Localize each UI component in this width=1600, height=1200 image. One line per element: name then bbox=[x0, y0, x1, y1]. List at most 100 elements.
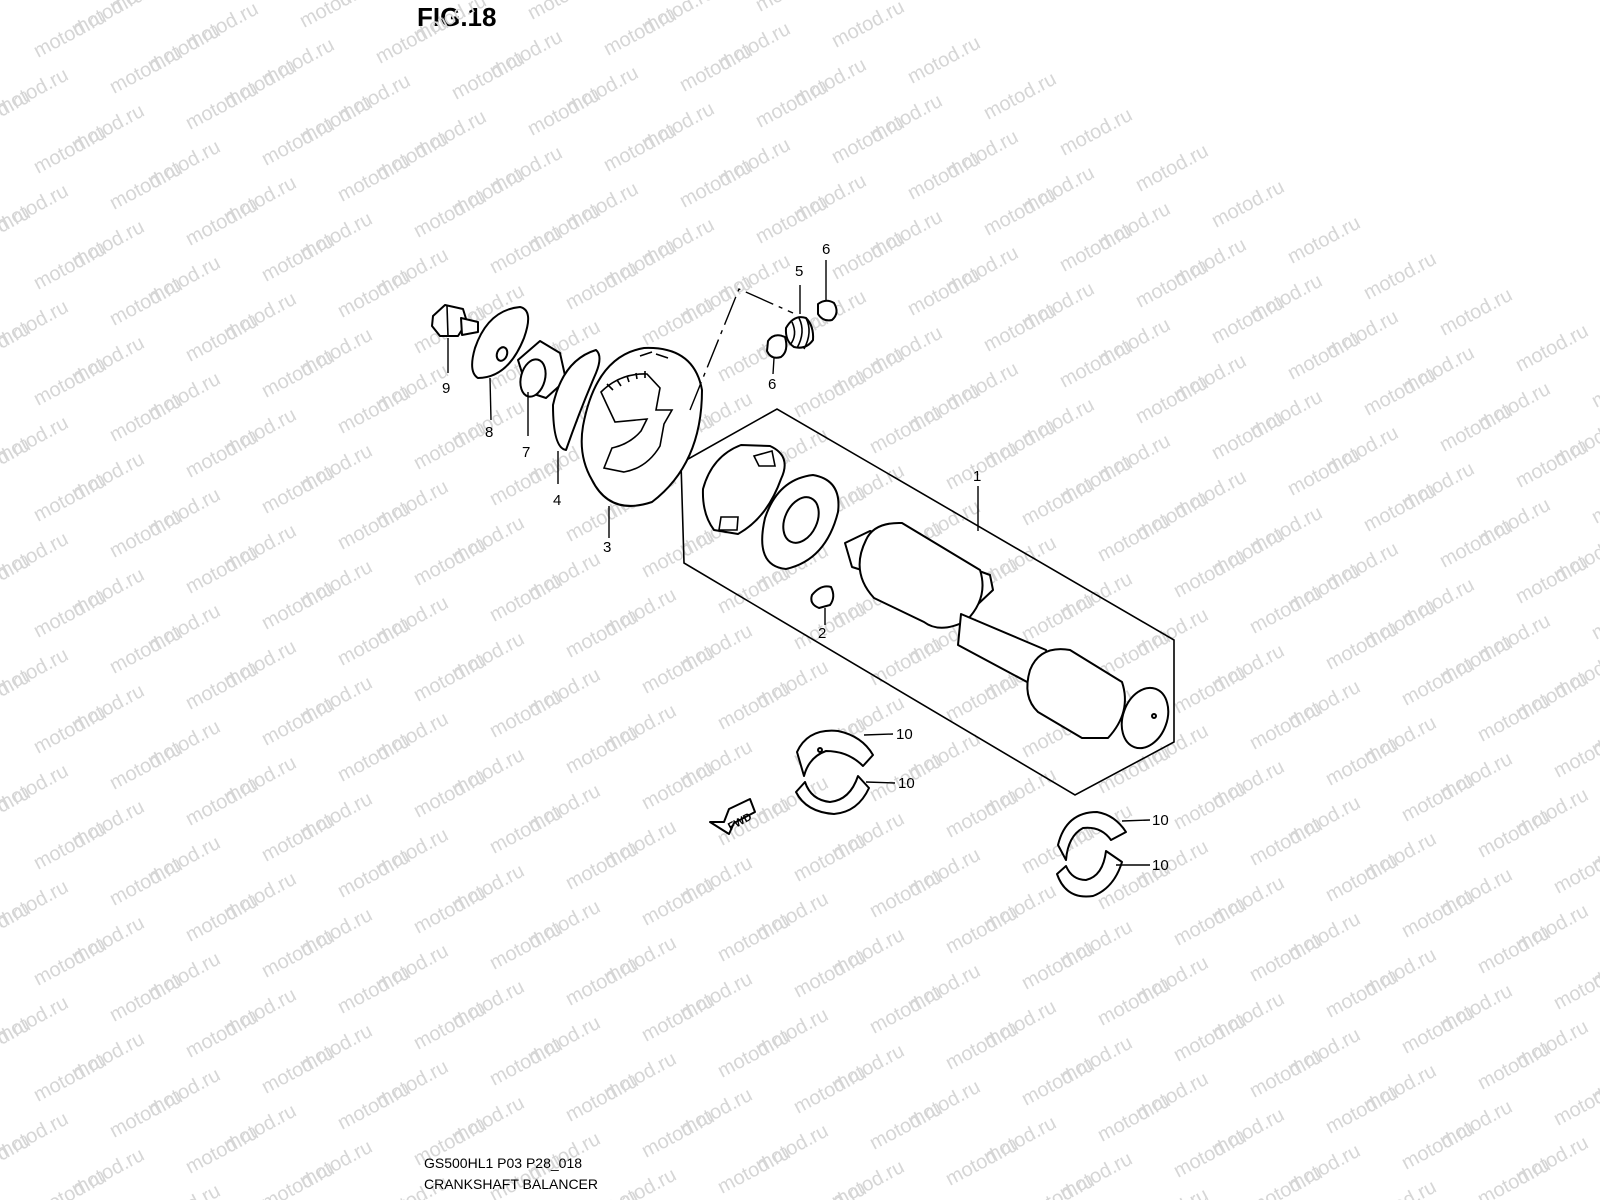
part-10-bearing-upper-left[interactable] bbox=[796, 729, 874, 777]
part-9-bolt[interactable] bbox=[431, 304, 479, 337]
watermark-text: motod.ru bbox=[904, 148, 984, 204]
callout-5: 5 bbox=[795, 263, 803, 280]
part-6-cap[interactable] bbox=[817, 299, 838, 322]
watermark-text: motod.ru bbox=[258, 462, 338, 518]
watermark-text: motod.ru bbox=[258, 114, 338, 170]
callout-1: 1 bbox=[973, 468, 981, 485]
watermark-text: motod.ru bbox=[30, 6, 110, 62]
watermark-text: motod.ru bbox=[334, 150, 414, 206]
watermark-text: motod.ru bbox=[1588, 1168, 1600, 1200]
watermark-text: motod.ru bbox=[866, 634, 946, 690]
watermark-text: motod.ru bbox=[714, 1026, 794, 1082]
watermark-text: motod.ru bbox=[1094, 742, 1174, 798]
dashed-link bbox=[689, 288, 794, 411]
watermark-text: motod.ru bbox=[106, 738, 186, 794]
callout-7: 7 bbox=[522, 444, 530, 461]
watermark-text: motod.ru bbox=[980, 300, 1060, 356]
watermark-text: motod.ru bbox=[486, 686, 566, 742]
part-5-spring[interactable] bbox=[784, 316, 815, 350]
watermark-text: motod.ru bbox=[866, 1098, 946, 1154]
watermark-text: motod.ru bbox=[258, 1158, 338, 1200]
watermark-text: motod.ru bbox=[942, 438, 1022, 494]
watermark-text: motod.ru bbox=[1550, 958, 1600, 1014]
balancer-shaft[interactable] bbox=[844, 521, 1176, 755]
part-2-key[interactable] bbox=[810, 585, 835, 609]
watermark-text: motod.ru bbox=[106, 970, 186, 1026]
watermark-text: motod.ru bbox=[1322, 966, 1402, 1022]
watermark-text: motod.ru bbox=[714, 1142, 794, 1198]
callout-10-a: 10 bbox=[896, 726, 913, 743]
watermark-text: motod.ru bbox=[1360, 248, 1440, 304]
watermark-text: motod.ru bbox=[334, 846, 414, 902]
callout-8: 8 bbox=[485, 424, 493, 441]
watermark-text: motod.ru bbox=[1588, 472, 1600, 528]
watermark-text: motod.ru bbox=[1132, 256, 1212, 312]
watermark-text: motod.ru bbox=[1018, 474, 1098, 530]
watermark-text: motod.ru bbox=[1284, 328, 1364, 384]
watermark-text: motod.ru bbox=[106, 274, 186, 330]
part-10-bearing-lower-right[interactable] bbox=[1056, 850, 1123, 898]
part-6-plunger[interactable] bbox=[766, 334, 788, 359]
watermark-text: motod.ru bbox=[714, 562, 794, 618]
part-4-ring[interactable] bbox=[552, 349, 601, 451]
watermark-text: motod.ru bbox=[30, 586, 110, 642]
watermark-text: motod.ru bbox=[1436, 284, 1516, 340]
watermark-text: motod.ru bbox=[866, 982, 946, 1038]
watermark-text: motod.ru bbox=[144, 1180, 224, 1200]
balancer-washer[interactable] bbox=[761, 474, 840, 570]
watermark-text: motod.ru bbox=[828, 112, 908, 168]
watermark-text: motod.ru bbox=[562, 722, 642, 778]
watermark-text: motod.ru bbox=[182, 78, 262, 134]
watermark-text: motod.ru bbox=[1018, 822, 1098, 878]
balancer-cam-segment[interactable] bbox=[701, 444, 786, 535]
watermark-text: motod.ru bbox=[1246, 1162, 1326, 1200]
watermark-text: motod.ru bbox=[600, 120, 680, 176]
watermark-text: motod.ru bbox=[30, 238, 110, 294]
watermark-text: motod.ru bbox=[258, 694, 338, 750]
watermark-text: motod.ru bbox=[334, 962, 414, 1018]
watermark-text: motod.ru bbox=[410, 650, 490, 706]
watermark-text: motod.ru bbox=[1018, 938, 1098, 994]
watermark-text: motod.ru bbox=[1512, 436, 1592, 492]
watermark-text: motod.ru bbox=[410, 418, 490, 474]
watermark-text: motod.ru bbox=[486, 918, 566, 974]
watermark-text: motod.ru bbox=[562, 606, 642, 662]
watermark-text: motod.ru bbox=[1132, 372, 1212, 428]
part-8-washer[interactable] bbox=[471, 306, 530, 379]
watermark-text: motod.ru bbox=[1398, 770, 1478, 826]
watermark-text: motod.ru bbox=[334, 1078, 414, 1134]
watermark-text: motod.ru bbox=[600, 1164, 680, 1200]
part-10-bearing-upper-right[interactable] bbox=[1057, 811, 1127, 861]
watermark-text: motod.ru bbox=[866, 866, 946, 922]
watermark-text: motod.ru bbox=[1056, 104, 1136, 160]
watermark-text: motod.ru bbox=[258, 578, 338, 634]
watermark-text: motod.ru bbox=[1246, 814, 1326, 870]
watermark-text: motod.ru bbox=[1550, 1074, 1600, 1130]
watermark-text: motod.ru bbox=[182, 1122, 262, 1178]
callout-9: 9 bbox=[442, 380, 450, 397]
watermark-text: motod.ru bbox=[1474, 1038, 1554, 1094]
callout-6-upper: 6 bbox=[822, 241, 830, 258]
watermark-text: motod.ru bbox=[1436, 516, 1516, 572]
watermark-text: motod.ru bbox=[486, 570, 566, 626]
watermark-text: motod.ru bbox=[486, 1034, 566, 1090]
watermark-text: motod.ru bbox=[752, 192, 832, 248]
watermark-text: motod.ru bbox=[1588, 356, 1600, 412]
watermark-text: motod.ru bbox=[1322, 734, 1402, 790]
watermark-text: motod.ru bbox=[334, 498, 414, 554]
part-3-gear[interactable] bbox=[580, 346, 703, 507]
part-10-bearing-lower-left[interactable] bbox=[795, 775, 870, 815]
watermark-text: motod.ru bbox=[1512, 320, 1592, 376]
callout-6-lower: 6 bbox=[768, 376, 776, 393]
watermark-text: motod.ru bbox=[942, 1134, 1022, 1190]
watermark-text: motod.ru bbox=[1474, 922, 1554, 978]
watermark-text: motod.ru bbox=[1360, 1176, 1440, 1200]
watermark-text: motod.ru bbox=[1474, 690, 1554, 746]
watermark-text: motod.ru bbox=[1398, 654, 1478, 710]
callout-10-d: 10 bbox=[1152, 857, 1169, 874]
watermark-text: motod.ru bbox=[1094, 974, 1174, 1030]
callout-10-b: 10 bbox=[898, 775, 915, 792]
watermark-text: motod.ru bbox=[182, 890, 262, 946]
watermark-text: motod.ru bbox=[486, 802, 566, 858]
